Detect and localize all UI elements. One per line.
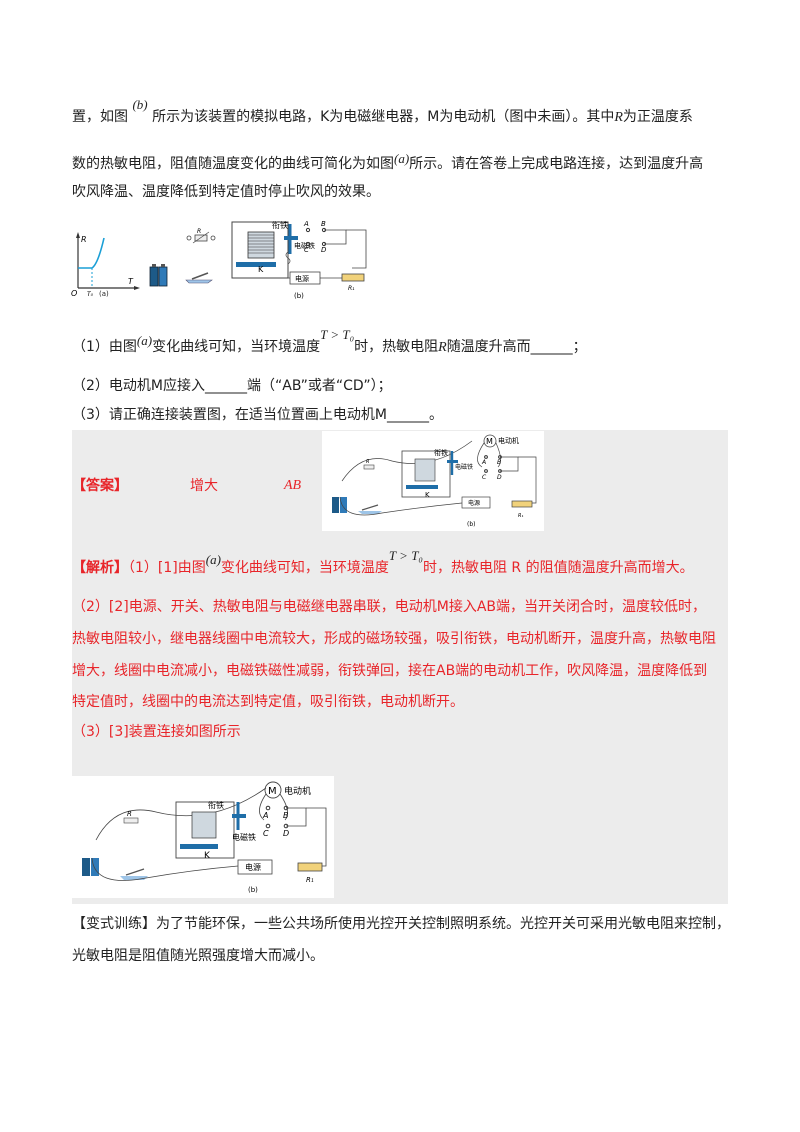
analysis-p1: 【解析】（1）[1]由图(a)变化曲线可知，当环境温度T > T₀时，热敏电阻 …	[72, 548, 694, 578]
rheostat-label: R₁	[306, 876, 314, 884]
intro-text: 所示为该装置的模拟电路，K为电磁继电器，M为电动机（图中未画）。其中	[152, 109, 615, 125]
intro-line-1: 置，如图 (b) 所示为该装置的模拟电路，K为电磁继电器，M为电动机（图中未画）…	[72, 97, 693, 128]
terminal-B: B	[321, 220, 326, 228]
answer-label: 【答案】	[72, 478, 128, 494]
terminal-A: A	[481, 459, 486, 466]
terminal-D: D	[497, 474, 502, 481]
thermistor-label: R	[127, 810, 132, 818]
terminal-C: C	[263, 829, 269, 838]
variant-line-2: 光敏电阻是阻值随光照强度增大而减小。	[72, 948, 324, 964]
analysis-p3: （3）[3]装置连接如图所示	[72, 724, 241, 740]
relay-K-label: K	[258, 265, 264, 274]
motor-label: 电动机	[498, 436, 519, 445]
variant-text: 为了节能环保，一些公共场所使用光控开关控制照明系统。光控开关可采用光敏电阻来控制…	[156, 916, 730, 932]
analysis-label: 【解析】	[72, 560, 128, 576]
intro-text: 数的热敏电阻，阻值随温度变化的曲线可简化为如图	[72, 156, 394, 172]
intro-line-2: 数的热敏电阻，阻值随温度变化的曲线可简化为如图(a)所示。请在答卷上完成电路连接…	[72, 151, 704, 174]
motor-label: 电动机	[284, 785, 311, 797]
relay-K-label: K	[425, 491, 430, 499]
relay-K-label: K	[204, 851, 211, 861]
intro-text: 置，如图	[72, 109, 128, 125]
question-3: （3）请正确连接装置图，在适当位置画上电动机M______。	[72, 407, 443, 423]
rheostat-label: R₁	[518, 513, 523, 519]
analysis-p2-line1: （2）[2]电源、开关、热敏电阻与电磁继电器串联，电动机M接入AB端，当开关闭合…	[72, 599, 706, 615]
graph-axis-R: R	[81, 235, 87, 244]
motor-symbol: M	[486, 437, 493, 446]
intro-line-3: 吹风降温、温度降低到特定值时停止吹风的效果。	[72, 182, 380, 202]
answer-1: 增大	[190, 478, 218, 494]
intro-text: 吹风降温、温度降低到特定值时停止吹风的效果。	[72, 184, 380, 200]
armature-label: 衔铁	[434, 448, 448, 457]
question-1: （1）由图(a)变化曲线可知，当环境温度T > T₀时，热敏电阻R随温度升高而_…	[72, 327, 587, 358]
figure-a-caption: (a)	[99, 290, 109, 298]
analysis-circuit-figure: M 电动机 R 衔铁 电磁铁 K A B C D 电源 R₁ (b)	[72, 776, 334, 898]
terminal-C: C	[304, 246, 309, 254]
figure-a-graph: R T O T₀	[71, 232, 140, 298]
figure-ref-a: (a)	[394, 151, 410, 166]
question-text: 时，热敏电阻	[354, 339, 439, 355]
figure-b-caption: (b)	[294, 292, 304, 300]
analysis-p2-line4: 特定值时，线圈中的电流达到特定值，吸引衔铁，电动机断开。	[72, 694, 464, 710]
symbol-R: R	[438, 340, 447, 355]
electromagnet-label: 电磁铁	[455, 463, 473, 471]
question-text: 变化曲线可知，当环境温度	[152, 339, 321, 355]
graph-axis-T: T	[128, 277, 134, 286]
electromagnet-label: 电磁铁	[232, 832, 256, 842]
thermistor-label: R	[197, 228, 201, 235]
question-text: （1）由图	[72, 339, 137, 355]
battery-icon	[149, 264, 168, 287]
variant-line-1: 【变式训练】为了节能环保，一些公共场所使用光控开关控制照明系统。光控开关可采用光…	[72, 914, 730, 934]
figure-b-caption: (b)	[467, 521, 476, 528]
switch-icon	[185, 272, 213, 284]
graph-origin: O	[71, 289, 77, 298]
analysis-text: 变化曲线可知，当环境温度	[220, 560, 389, 576]
intro-text: 为正温度系	[622, 109, 693, 125]
thermistor-icon: R	[186, 228, 216, 244]
motor-symbol: M	[268, 786, 277, 797]
analysis-text: 时，热敏电阻 R 的阻值随温度升高而增大。	[422, 560, 694, 576]
terminal-C: C	[482, 474, 487, 481]
figure-ref-a: (a)	[136, 333, 153, 348]
intro-text: 所示。请在答卷上完成电路连接，达到温度升高	[409, 156, 704, 172]
answer-2: AB	[284, 478, 302, 493]
terminal-B: B	[497, 459, 501, 466]
analysis-p2-line3: 增大，线圈中电流减小，电磁铁磁性减弱，衔铁弹回，接在AB端的电动机工作，吹风降温…	[72, 663, 708, 679]
electromagnet-label: 电磁铁	[294, 241, 315, 250]
question-text: 随温度升高而______；	[446, 339, 587, 355]
figure-b-caption: (b)	[248, 886, 258, 894]
graph-T0: T₀	[87, 291, 94, 298]
terminal-D: D	[321, 246, 327, 254]
symbol-R: R	[614, 110, 623, 125]
question-2: （2）电动机M应接入______端（“AB”或者“CD”）；	[72, 378, 392, 394]
analysis-p2-line2: 热敏电阻较小，继电器线圈中电流较大，形成的磁场较强，吸引衔铁，电动机断开，温度升…	[72, 631, 716, 647]
condition-T-gt-T0: T > T₀	[388, 548, 423, 563]
figure-ref-b: (b)	[132, 97, 148, 112]
armature-label: 衔铁	[272, 220, 288, 230]
circuit-b-figure: 衔铁 电磁铁 K A B C D 电源 R₁ (b)	[231, 220, 367, 300]
terminal-A: A	[303, 220, 309, 228]
terminal-A: A	[262, 811, 268, 820]
terminal-D: D	[283, 829, 289, 838]
armature-label: 衔铁	[208, 800, 224, 810]
condition-T-gt-T0: T > T₀	[320, 327, 355, 342]
power-label: 电源	[468, 499, 480, 507]
rheostat-label: R₁	[348, 285, 355, 292]
figure-ref-a: (a)	[205, 552, 221, 567]
terminal-B: B	[283, 811, 289, 820]
thermistor-label: R	[366, 459, 369, 465]
power-label: 电源	[245, 862, 261, 872]
answer-circuit-figure: M 电动机 R 衔铁 电磁铁 K A B C D 电源 R₁ (b)	[322, 431, 544, 531]
variant-label: 【变式训练】	[72, 916, 156, 932]
power-label: 电源	[295, 274, 309, 283]
analysis-text: （1）[1]由图	[128, 560, 206, 576]
